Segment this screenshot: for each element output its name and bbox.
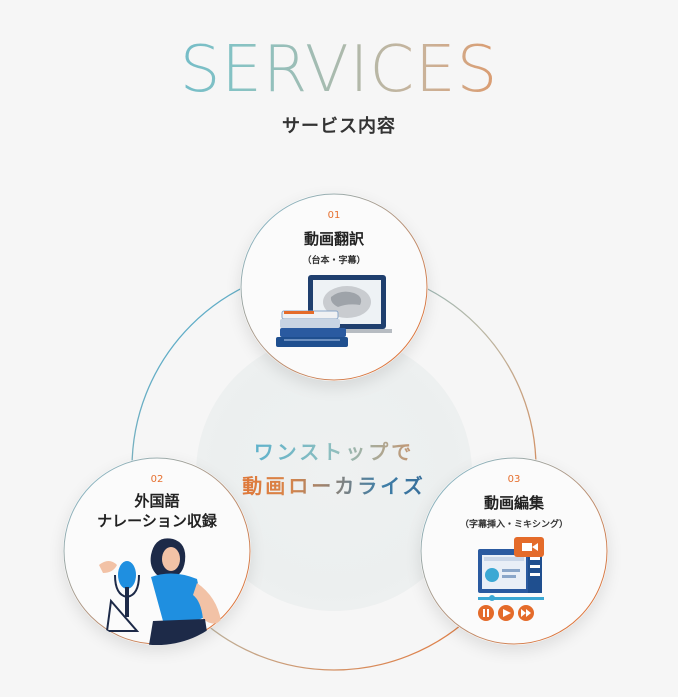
service-number: 02: [150, 474, 164, 485]
service-detail: （字幕挿入・ミキシング）: [459, 520, 568, 530]
center-line-1: ワンストップで: [196, 435, 472, 469]
service-name-line-1: 外国語: [134, 492, 180, 510]
service-card-editing[interactable]: 03 動画編集 （字幕挿入・ミキシング）: [420, 457, 608, 645]
page-subtitle: サービス内容: [282, 116, 396, 137]
service-name: 動画翻訳: [303, 230, 364, 248]
service-number: 01: [327, 210, 341, 221]
service-card-narration[interactable]: 02 外国語 ナレーション収録: [63, 457, 251, 645]
card-border: [240, 193, 428, 381]
service-name: 動画編集: [483, 494, 544, 512]
center-message: ワンストップで 動画ローカライズ: [196, 435, 472, 503]
page-title: SERVICES: [0, 30, 678, 110]
center-line-2: 動画ローカライズ: [196, 469, 472, 503]
service-detail: （台本・字幕）: [302, 256, 366, 266]
narrator-microphone-icon: [99, 538, 221, 645]
service-name-line-2: ナレーション収録: [97, 512, 217, 530]
card-border: [420, 457, 608, 645]
video-editing-icon: [478, 537, 544, 621]
laptop-books-icon: [276, 275, 392, 347]
service-number: 03: [507, 474, 521, 485]
service-card-translation[interactable]: 01 動画翻訳 （台本・字幕）: [240, 193, 428, 381]
